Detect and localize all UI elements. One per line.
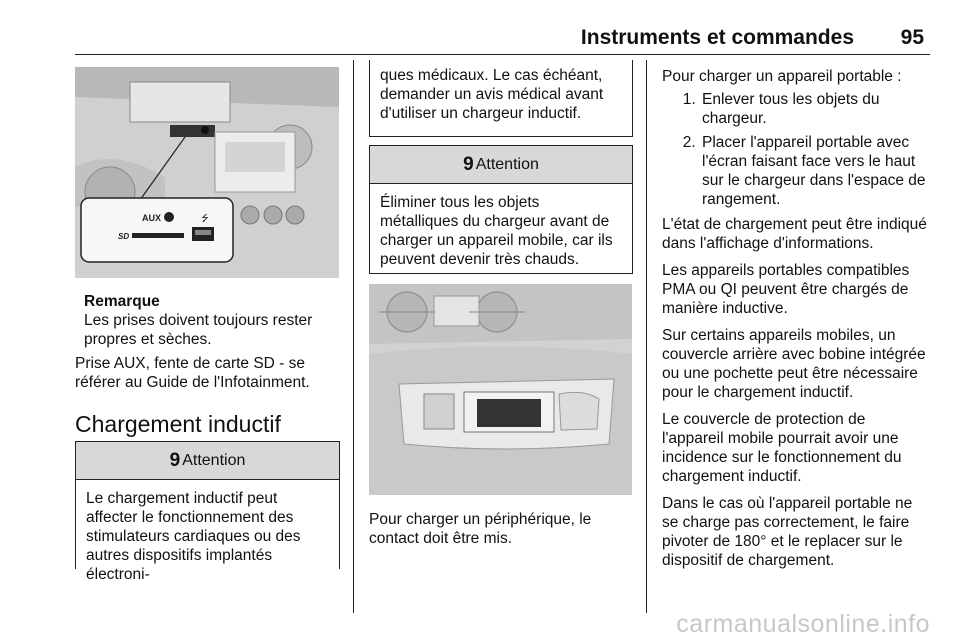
column-divider-1 xyxy=(353,60,354,613)
watermark: carmanualsonline.info xyxy=(676,610,930,638)
warning-header-1: 9 Attention xyxy=(76,442,339,480)
charge-state-paragraph: L'état de chargement peut être indiqué d… xyxy=(662,216,927,252)
svg-text:⭍: ⭍ xyxy=(201,213,209,223)
warning-box-1-continued: ques médicaux. Le cas échéant, demander … xyxy=(369,60,633,137)
column-1-text: Prise AUX, fente de carte SD - se référe… xyxy=(75,354,343,400)
warning-box-2: 9 Attention Éliminer tous les objets mét… xyxy=(369,145,633,274)
back-cover-paragraph: Sur certains appareils mobiles, un couve… xyxy=(662,327,926,401)
rotate-device-paragraph: Dans le cas où l'appareil portable ne se… xyxy=(662,495,913,569)
note-text: Les prises doivent toujours rester propr… xyxy=(84,312,313,348)
aux-sd-figure: ⭍ SD AUX xyxy=(75,67,339,278)
charge-steps-list: Enlever tous les objets du chargeur. Pla… xyxy=(662,90,927,209)
warning-header-2: 9 Attention xyxy=(370,146,632,184)
aux-sd-paragraph: Prise AUX, fente de carte SD - se référe… xyxy=(75,355,310,391)
section-title: Chargement inductif xyxy=(75,411,281,437)
sd-label: SD xyxy=(118,232,129,241)
note-title: Remarque xyxy=(84,293,160,310)
warning-text-2: Éliminer tous les objets métalliques du … xyxy=(380,194,613,268)
warning-text-1: Le chargement inductif peut affecter le … xyxy=(86,490,301,583)
note-block: Remarque Les prises doivent toujours res… xyxy=(84,292,334,349)
inductive-charger-figure xyxy=(369,284,632,495)
compatible-devices-paragraph: Les appareils portables compatibles PMA … xyxy=(662,262,910,317)
page-number: 95 xyxy=(900,26,924,49)
warning-text-1-continued: ques médicaux. Le cas échéant, demander … xyxy=(380,67,604,122)
aux-sd-illustration: ⭍ SD AUX xyxy=(75,67,339,278)
aux-label: AUX xyxy=(142,213,161,223)
charge-step-2: Placer l'appareil portable avec l'écran … xyxy=(700,133,927,209)
column-3-text: Pour charger un appareil portable : Enle… xyxy=(662,67,927,578)
column-divider-2 xyxy=(646,60,647,613)
column-2-text: Pour charger un périphérique, le contact… xyxy=(369,510,631,556)
charger-illustration xyxy=(369,284,632,495)
charge-step-1: Enlever tous les objets du chargeur. xyxy=(700,90,927,128)
warning-box-1: 9 Attention Le chargement inductif peut … xyxy=(75,441,340,583)
page-header: Instruments et commandes 95 xyxy=(75,24,930,55)
warning-icon: 9 xyxy=(463,154,474,175)
charge-contact-paragraph: Pour charger un périphérique, le contact… xyxy=(369,511,592,547)
page-title: Instruments et commandes xyxy=(580,26,854,49)
protective-cover-paragraph: Le couvercle de protection de l'appareil… xyxy=(662,411,902,485)
charge-intro: Pour charger un appareil portable : xyxy=(662,68,902,85)
warning-title-1: Attention xyxy=(182,452,246,469)
warning-title-2: Attention xyxy=(475,156,539,173)
warning-icon: 9 xyxy=(169,450,181,471)
